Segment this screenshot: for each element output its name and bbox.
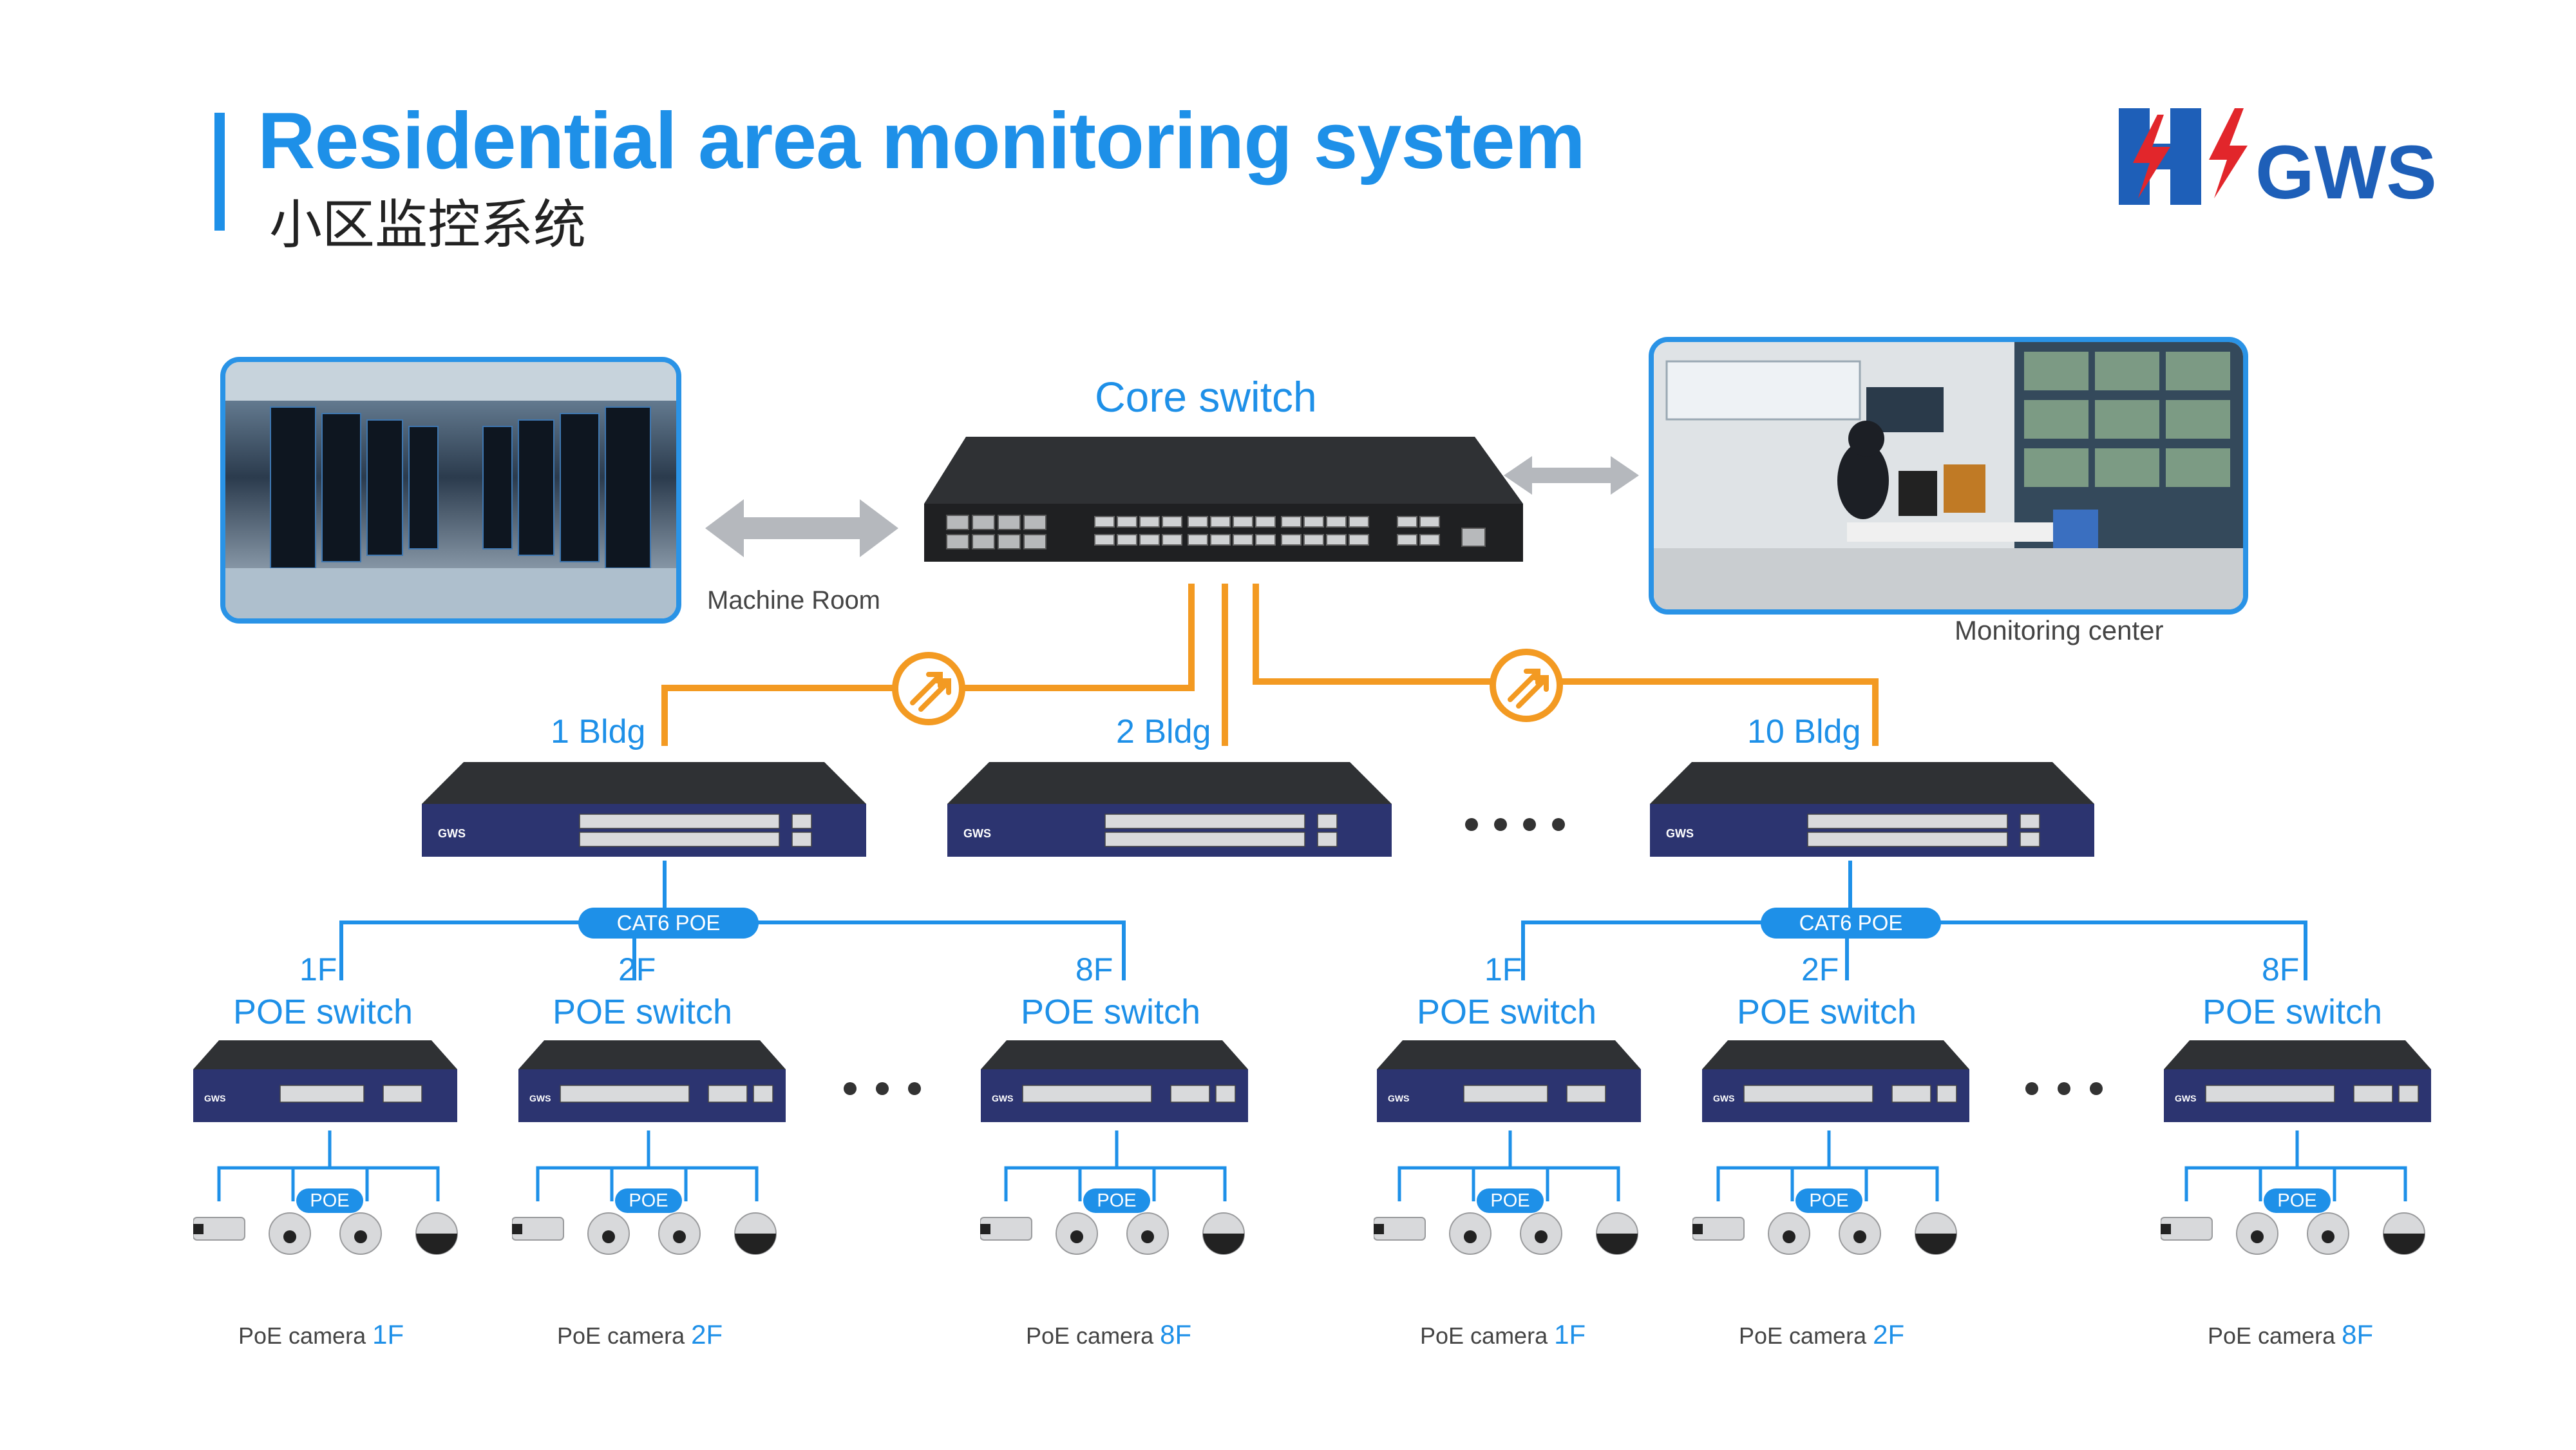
core-switch-device xyxy=(924,437,1523,562)
camera-floor: 1F xyxy=(1554,1319,1586,1350)
camera-label: PoE camera 8F xyxy=(1026,1319,1191,1350)
monitoring-center-label: Monitoring center xyxy=(1955,615,2164,645)
poe-switch-device: GWS xyxy=(1377,1040,1641,1122)
core-switch-label: Core switch xyxy=(1095,373,1317,421)
svg-text:GWS: GWS xyxy=(2175,1093,2196,1103)
fiber-optic-icon xyxy=(1490,649,1563,722)
floor-label: 8F xyxy=(2262,951,2300,987)
svg-text:GWS: GWS xyxy=(1666,827,1694,840)
svg-text:GWS: GWS xyxy=(204,1093,225,1103)
camera-floor: 8F xyxy=(1160,1319,1192,1350)
floor-label: 1F xyxy=(1484,951,1522,987)
poe-badge: POE xyxy=(296,1188,363,1213)
svg-text:GWS: GWS xyxy=(1388,1093,1409,1103)
title-accent-bar xyxy=(214,113,225,231)
building-switch-device: GWS xyxy=(1650,762,2094,857)
camera-label: PoE camera 8F xyxy=(2208,1319,2373,1350)
poe-switch-label: POE switch xyxy=(2202,993,2383,1031)
cat6-poe-badge: CAT6 POE xyxy=(1761,908,1941,939)
floor-label: 2F xyxy=(1801,951,1839,987)
camera-group xyxy=(980,1130,1245,1255)
poe-badge: POE xyxy=(2264,1188,2331,1213)
poe-badge: POE xyxy=(615,1188,682,1213)
svg-text:GWS: GWS xyxy=(1713,1093,1734,1103)
poe-switch-device: GWS xyxy=(2164,1040,2431,1122)
camera-floor: 1F xyxy=(372,1319,404,1350)
svg-text:GWS: GWS xyxy=(963,827,991,840)
poe-switch-device: GWS xyxy=(981,1040,1248,1122)
page-title: Residential area monitoring system xyxy=(258,97,1586,186)
camera-floor: 8F xyxy=(2342,1319,2374,1350)
machine-room-label: Machine Room xyxy=(707,586,881,615)
poe-switch-label: POE switch xyxy=(1417,993,1597,1031)
svg-text:GWS: GWS xyxy=(438,827,466,840)
ellipsis-icon xyxy=(1465,818,1565,831)
building-label: 2 Bldg xyxy=(1116,713,1211,750)
camera-text: PoE camera xyxy=(1026,1322,1154,1349)
camera-group xyxy=(512,1130,777,1255)
poe-switch-label: POE switch xyxy=(553,993,733,1031)
building-label: 10 Bldg xyxy=(1747,713,1861,750)
poe-switch-label: POE switch xyxy=(233,993,413,1031)
ellipsis-icon xyxy=(2025,1082,2103,1095)
camera-label: PoE camera 1F xyxy=(1420,1319,1586,1350)
camera-group xyxy=(1374,1130,1638,1255)
building-switch-device: GWS xyxy=(422,762,866,857)
floor-label: 1F xyxy=(299,951,337,987)
building-switch-device: GWS xyxy=(947,762,1392,857)
poe-badge: POE xyxy=(1083,1188,1150,1213)
svg-text:GWS: GWS xyxy=(2255,130,2437,211)
camera-group xyxy=(193,1130,458,1255)
svg-text:GWS: GWS xyxy=(992,1093,1013,1103)
poe-badge: POE xyxy=(1795,1188,1862,1213)
camera-group xyxy=(2161,1130,2425,1255)
building-label: 1 Bldg xyxy=(551,713,646,750)
double-arrow-left-icon xyxy=(705,499,898,557)
ellipsis-icon xyxy=(844,1082,921,1095)
camera-label: PoE camera 1F xyxy=(238,1319,404,1350)
camera-label: PoE camera 2F xyxy=(557,1319,723,1350)
double-arrow-right-icon xyxy=(1504,456,1639,495)
page-subtitle: 小区监控系统 xyxy=(269,195,587,256)
poe-switch-label: POE switch xyxy=(1021,993,1201,1031)
fiber-optic-icon xyxy=(892,652,965,725)
machine-room-image xyxy=(220,357,681,624)
poe-badge: POE xyxy=(1477,1188,1544,1213)
camera-text: PoE camera xyxy=(1420,1322,1548,1349)
poe-switch-label: POE switch xyxy=(1737,993,1917,1031)
cat6-poe-badge: CAT6 POE xyxy=(578,908,759,939)
camera-label: PoE camera 2F xyxy=(1739,1319,1904,1350)
camera-text: PoE camera xyxy=(2208,1322,2336,1349)
poe-switch-device: GWS xyxy=(193,1040,457,1122)
svg-text:GWS: GWS xyxy=(529,1093,551,1103)
camera-floor: 2F xyxy=(691,1319,723,1350)
poe-switch-device: GWS xyxy=(1702,1040,1969,1122)
camera-text: PoE camera xyxy=(557,1322,685,1349)
camera-text: PoE camera xyxy=(238,1322,366,1349)
camera-text: PoE camera xyxy=(1739,1322,1867,1349)
camera-group xyxy=(1692,1130,1957,1255)
floor-label: 8F xyxy=(1075,951,1113,987)
camera-floor: 2F xyxy=(1873,1319,1905,1350)
gws-logo: GWS xyxy=(2119,108,2437,211)
floor-label: 2F xyxy=(618,951,656,987)
monitoring-center-image xyxy=(1649,337,2248,615)
poe-switch-device: GWS xyxy=(518,1040,786,1122)
